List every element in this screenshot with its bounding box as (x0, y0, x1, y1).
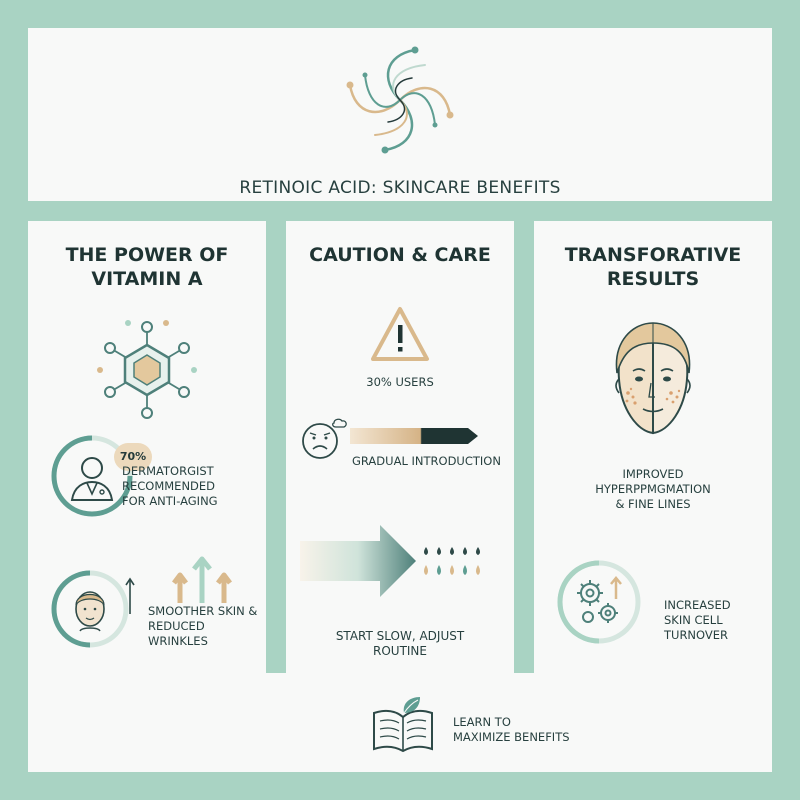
gears-icon (557, 560, 641, 644)
intro-progress-bar (350, 428, 478, 444)
footer-label-line1: LEARN TO (453, 715, 511, 729)
column-title-line2: RESULTS (606, 268, 700, 290)
footer-panel: LEARN TO MAXIMIZE BENEFITS (28, 673, 772, 772)
stat-label-line2: RECOMMENDED (122, 479, 216, 493)
molecule-icon (97, 320, 197, 419)
stat-label-line3: FOR ANTI-AGING (122, 494, 218, 508)
column-transformative-results: TRANSFORATIVE RESULTS IMPROVED HYPERPPMG… (534, 221, 772, 673)
turnover-label-line2: SKIN CELL (664, 613, 723, 627)
column-caution-and-care: CAUTION & CARE 30% USERS GRADUAL INTRO (286, 221, 514, 673)
turnover-label-line3: TURNOVER (664, 628, 729, 642)
face-label-line2: HYPERPPMGMATION (595, 482, 711, 496)
intro-label: GRADUAL INTRODUCTION (352, 454, 501, 468)
routine-label-line1: START SLOW, ADJUST (335, 629, 465, 643)
doctor-icon (51, 435, 133, 517)
warning-label: 30% USERS (366, 375, 434, 389)
arrow-drops-icon (300, 525, 480, 597)
header-panel: RETINOIC ACID: SKINCARE BENEFITS (28, 28, 772, 201)
split-face-icon (615, 322, 691, 435)
column-title-line1: TRANSFORATIVE (564, 244, 742, 266)
warning-icon (371, 307, 429, 361)
growth-arrows-icon (172, 556, 232, 603)
stat-badge: 70% (114, 443, 152, 471)
book-leaf-icon (373, 697, 433, 753)
benefit-label-line2: REDUCED WRINKLES (148, 619, 208, 648)
sad-face-icon (302, 418, 347, 459)
face-icon (51, 570, 129, 648)
swirl-icon (346, 46, 454, 154)
stat-label-line1: DERMATORGIST (122, 464, 214, 478)
column-title-line2: VITAMIN A (91, 268, 203, 290)
upward-arrow-icon (125, 577, 135, 614)
column-title-line1: THE POWER OF (65, 244, 229, 266)
face-label-line1: IMPROVED (622, 467, 684, 481)
turnover-label-line1: INCREASED (664, 598, 731, 612)
benefit-label-line1: SMOOTHER SKIN & (148, 604, 258, 618)
page-title: RETINOIC ACID: SKINCARE BENEFITS (239, 178, 561, 198)
routine-label-line2: ROUTINE (373, 644, 427, 658)
footer-label-line2: MAXIMIZE BENEFITS (453, 730, 570, 744)
column-power-of-vitamin-a: THE POWER OF VITAMIN A 70% DERMATOR (28, 221, 266, 673)
face-label-line3: & FINE LINES (615, 497, 691, 511)
column-title: CAUTION & CARE (309, 244, 491, 266)
